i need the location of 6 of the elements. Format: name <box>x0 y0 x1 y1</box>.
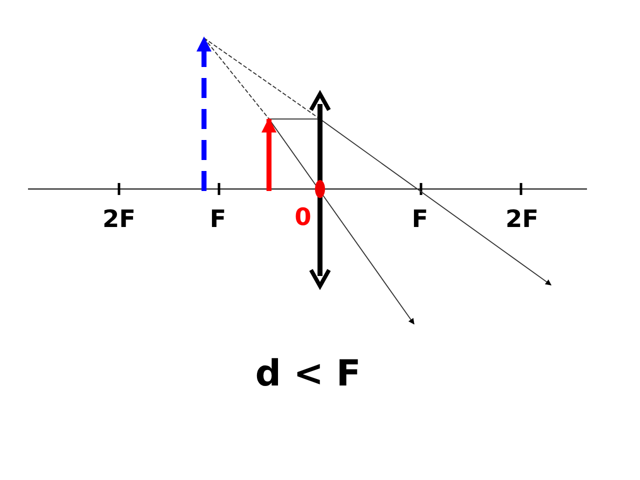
axis-label: 0 <box>294 203 312 231</box>
axis-label: F <box>210 205 226 233</box>
axis-label: 2F <box>102 205 136 233</box>
title: d < F <box>255 354 361 394</box>
axis-label: F <box>412 205 428 233</box>
axis-label: 2F <box>505 205 539 233</box>
